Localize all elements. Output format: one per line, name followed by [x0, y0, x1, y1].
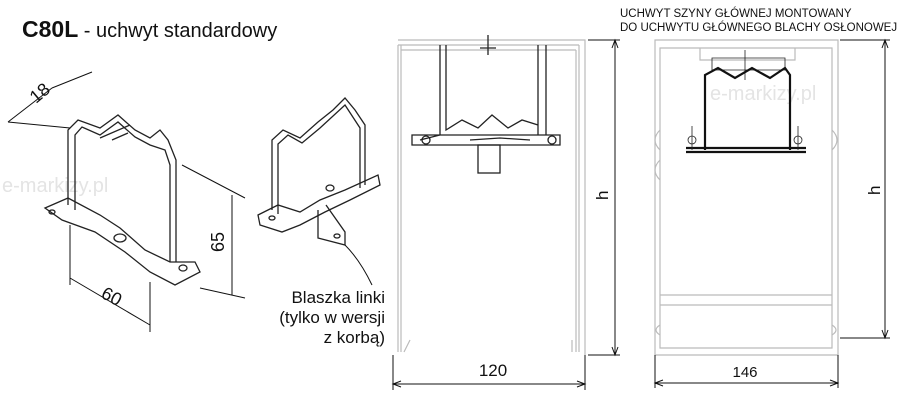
link-plate-label-3: z korbą)	[324, 328, 385, 347]
dimension-width-18: 18	[7, 71, 93, 129]
cover-caption-line2: DO UCHWYTU GŁÓWNEGO BLACHY OSŁONOWEJ	[620, 21, 897, 34]
cover-caption-line1: UCHWYT SZYNY GŁÓWNEJ MONTOWANY	[620, 7, 852, 20]
watermark-left: e-markizy.pl	[2, 175, 108, 197]
link-plate-label-1: Blaszka linki	[291, 288, 385, 307]
bracket-with-link-plate	[257, 97, 381, 286]
section-standard	[397, 35, 586, 355]
dim-65-label: 65	[208, 232, 228, 252]
link-plate-label-2: (tylko w wersji	[279, 308, 385, 327]
dim-120-label: 120	[479, 361, 507, 380]
dimension-height-h-cover: h	[840, 38, 890, 340]
page-title: C80L - uchwyt standardowy	[22, 16, 277, 42]
dim-60-label: 60	[98, 283, 125, 310]
dimension-width-146: 146	[653, 355, 840, 388]
dim-h-cover-label: h	[865, 186, 884, 195]
model-code: C80L	[22, 16, 78, 42]
dimension-width-120: 120	[391, 355, 587, 390]
bracket-isometric	[43, 114, 201, 286]
dim-146-label: 146	[732, 364, 757, 381]
dim-h-standard-label: h	[593, 191, 612, 200]
dimension-length-60: 60	[69, 225, 151, 332]
watermark-right: e-markizy.pl	[710, 83, 816, 105]
dim-18-label: 18	[26, 79, 54, 107]
title-subtitle: - uchwyt standardowy	[78, 20, 277, 42]
dimension-height-65: 65	[181, 164, 246, 299]
dimension-height-h-standard: h	[588, 38, 620, 357]
section-cover	[654, 39, 839, 356]
